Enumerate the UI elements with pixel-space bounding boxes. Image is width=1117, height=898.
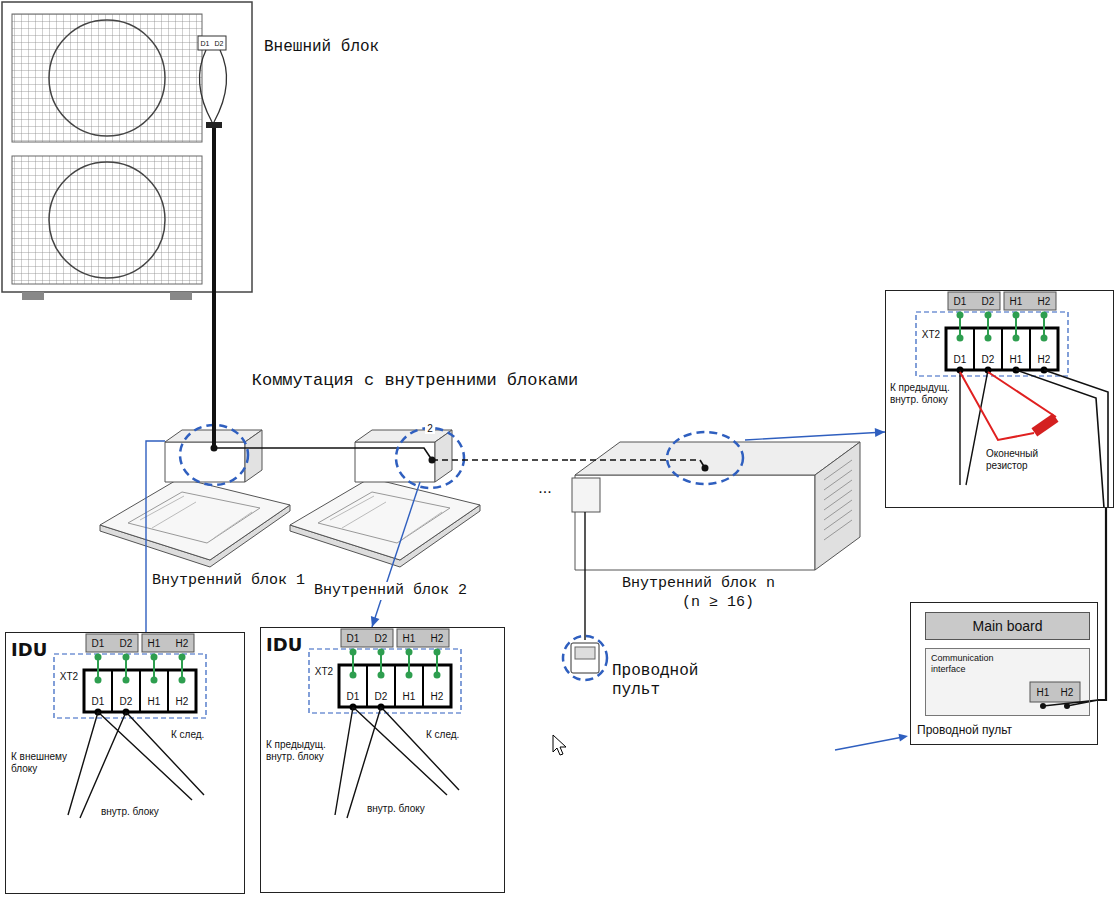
pin-label: D2 [375,691,388,702]
pin-label: D2 [982,296,995,307]
unit-note: (n ≥ 16) [680,594,756,612]
connector [214,300,215,430]
pin-label: H2 [176,696,189,707]
detail-frame: IDU К внешнему блоку К след. внутр. блоку [5,632,245,894]
connector [1098,508,1106,700]
connector [371,482,420,627]
connector [262,448,355,449]
pin-label: D1 [201,40,210,47]
pin-label: H1 [403,691,416,702]
pin-label: H2 [1061,687,1074,698]
connector-line [212,300,216,430]
pin-label: H1 [1010,354,1023,365]
note-text: внутр. блоку [101,806,159,818]
pin-label: D1 [347,633,360,644]
connector-line [745,432,885,440]
note-text: К предыдущ. внутр. блоку [266,739,330,763]
pin-label: D2 [120,696,133,707]
unit-label: Внутренний блок n [620,575,777,593]
pin-label: D1 [954,354,967,365]
pin-label: XT2 [315,666,333,677]
detail-frame: К предыдущ. внутр. блокуОконечный резист… [885,290,1114,508]
unit-label: Внешний блок [264,38,379,57]
pin-label: H2 [1038,354,1051,365]
interface-box: Communication interface [925,648,1090,716]
detail-frame: IDU К предыдущ. внутр. блоку К след. внутр.… [260,627,505,893]
pin-label: H1 [403,633,416,644]
connector-line [452,459,570,461]
connector [146,441,165,632]
connector [452,460,570,461]
pin-label: ... [538,479,551,497]
note-text: К предыдущ. внутр. блоку [890,382,954,406]
arrowhead [875,428,885,437]
pin-label: D1 [347,691,360,702]
pin-label: H1 [1037,687,1050,698]
connector-line [1098,508,1106,700]
pin-label: D1 [954,296,967,307]
unit-label: Внутренний блок 1 [150,572,307,590]
note-text: К след. [426,729,459,741]
frame-title: IDU [11,639,47,660]
indoor-unit: Внутренний блок n(n ≥ 16) [570,440,862,572]
pin-label: XT2 [60,671,78,682]
pin-label: H2 [176,638,189,649]
connector-line [584,572,585,640]
arrowhead [371,616,380,627]
pin-label: H2 [1038,296,1051,307]
frame-title: Проводной пульт [917,723,1012,737]
unit-label: Внутренний блок 2 [312,582,469,600]
pin-label: H1 [1010,296,1023,307]
caption-label: Коммутация с внутренними блоками [252,371,578,391]
interface-label: Communication interface [931,653,1021,675]
pin-label: H2 [431,633,444,644]
pin-label: D1 [92,696,105,707]
pin-label: D1 [92,638,105,649]
connector [745,428,885,440]
connector-line [372,482,420,627]
pin-label: XT2 [922,329,940,340]
note-text: К след. [171,729,204,741]
pin-label: 2 [425,423,435,434]
indoor-unit: Внутренний блок 2 [355,430,452,482]
connector [585,572,586,640]
pin-label: D2 [982,354,995,365]
frame-title: IDU [266,634,302,655]
note-text: К внешнему блоку [11,751,71,775]
wired-remote: Проводной пульт [568,640,602,676]
pin-label: H2 [431,691,444,702]
pin-label: H1 [148,638,161,649]
note-text: внутр. блоку [367,803,425,815]
note-text: Оконечный резистор [986,448,1066,472]
indoor-unit: Внутренний блок 1 [165,430,262,482]
detail-frame: Проводной пульт Main boardCommunication i… [910,602,1098,745]
connector-line [146,441,165,632]
connector-line [262,447,355,449]
board-label: Main board [972,618,1042,634]
pin-label: D2 [120,638,133,649]
board-box: Main board [925,612,1090,640]
pin-label: H1 [148,696,161,707]
pin-label: D2 [375,633,388,644]
unit-label: Проводной пульт [612,662,712,700]
pin-label: D2 [215,40,224,47]
